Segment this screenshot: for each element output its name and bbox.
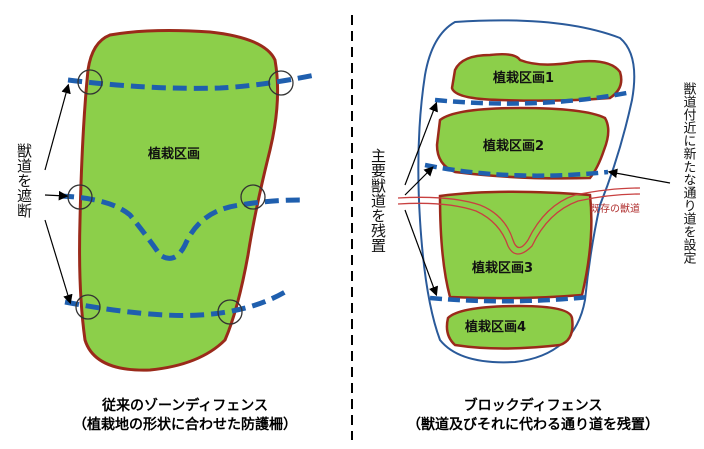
zone-block-1 xyxy=(450,52,623,102)
right-arrow-middle xyxy=(404,166,434,196)
zone-label-4: 植栽区画4 xyxy=(464,319,526,335)
left-crossing-marker xyxy=(268,70,294,96)
zone-label-2: 植栽区画2 xyxy=(482,138,544,154)
left-crossing-marker xyxy=(217,299,243,325)
right-caption-title: ブロックディフェンス xyxy=(463,398,603,414)
left-arrow-top xyxy=(44,83,71,171)
left-crossing-marker xyxy=(75,294,101,320)
zone-label-3: 植栽区画3 xyxy=(471,260,533,276)
right-caption: ブロックディフェンス （獣道及びそれに代わる通り道を残置） xyxy=(368,397,698,435)
left-fence-top xyxy=(67,72,316,91)
right-arrow-new-path xyxy=(607,168,671,184)
right-fence-1 xyxy=(434,89,633,106)
right-arrow-bottom xyxy=(404,209,439,297)
existing-trail xyxy=(397,193,641,255)
left-arrow-middle xyxy=(44,190,69,201)
right-left-note: 主要獣道を残置 xyxy=(369,148,387,253)
left-side-note: 獣道を遮断 xyxy=(15,143,33,218)
left-caption-sub: （植栽地の形状に合わせた防護柵） xyxy=(73,417,297,433)
right-panel: 既存の獣道 植栽区画1 植栽区画2 植栽区画3 植栽区画4 主要獣道を残置 獣道… xyxy=(369,19,697,364)
existing-trail-label: 既存の獣道 xyxy=(590,202,640,215)
left-caption: 従来のゾーンディフェンス （植栽地の形状に合わせた防護柵） xyxy=(20,397,350,435)
right-fence-3 xyxy=(429,294,589,304)
right-fence-2 xyxy=(424,162,609,178)
zone-block-2 xyxy=(435,106,610,180)
left-fence-bottom xyxy=(64,289,287,318)
zone-label-1: 植栽区画1 xyxy=(492,70,554,86)
left-planting-zone xyxy=(78,29,280,372)
left-zone-label: 植栽区画 xyxy=(147,146,200,162)
right-right-note: 獣道付近に新たな通り道を設定 xyxy=(681,82,697,265)
existing-trail xyxy=(397,187,641,249)
right-caption-sub: （獣道及びそれに代わる通り道を残置） xyxy=(407,417,659,433)
left-crossing-marker xyxy=(77,69,103,95)
right-arrow-top xyxy=(404,101,438,186)
left-fence-middle xyxy=(59,193,301,261)
left-caption-title: 従来のゾーンディフェンス xyxy=(101,398,269,414)
left-arrow-bottom xyxy=(44,219,73,305)
zone-block-4 xyxy=(445,304,574,350)
left-crossing-marker xyxy=(240,184,266,210)
left-panel: 植栽区画 獣道を遮断 xyxy=(15,29,316,372)
